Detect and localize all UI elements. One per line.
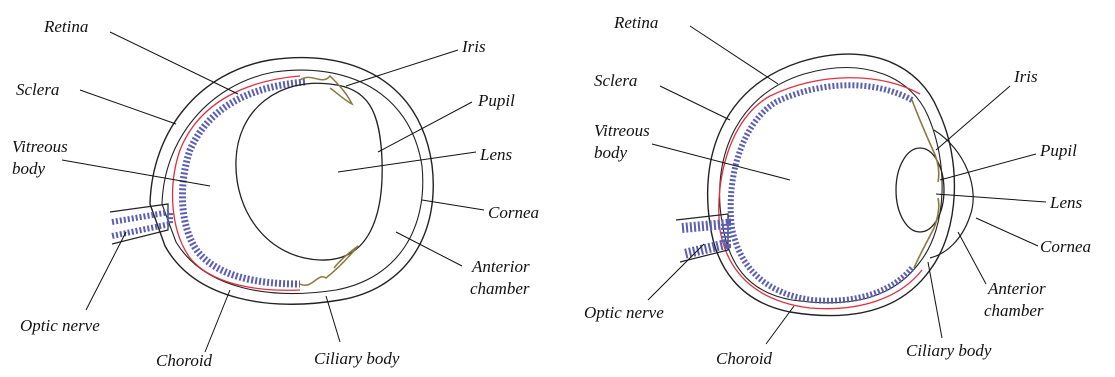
right-label-pupil: Pupil [1039, 141, 1077, 160]
left-label-anterior-1: Anterior [471, 257, 530, 276]
right-label-choroid: Choroid [716, 349, 773, 368]
left-sclera-inner [162, 70, 423, 293]
left-ciliary-lower [300, 246, 358, 285]
left-iris-upper [300, 76, 352, 104]
right-eye-diagram: Retina Sclera Vitreous body Optic nerve … [584, 13, 1091, 368]
right-label-anterior-1: Anterior [987, 279, 1046, 298]
left-label-optic-nerve: Optic nerve [20, 316, 100, 335]
right-label-retina: Retina [613, 13, 658, 32]
left-eye-diagram: Retina Sclera Vitreous body Optic nerve … [12, 17, 539, 370]
left-label-pupil: Pupil [477, 91, 515, 110]
right-leader-ciliary [928, 262, 942, 338]
left-label-lens: Lens [479, 145, 513, 164]
right-leader-choroid [766, 306, 794, 344]
right-leader-iris [936, 86, 1010, 150]
right-choroid [719, 78, 922, 309]
left-leader-sclera [80, 90, 176, 124]
left-sclera-outline [150, 58, 433, 305]
left-leader-ciliary [326, 296, 340, 342]
right-label-anterior-2: chamber [984, 301, 1044, 320]
left-leader-vitreous [62, 160, 210, 186]
right-leader-pupil [940, 154, 1036, 180]
left-label-cornea: Cornea [488, 203, 539, 222]
right-label-ciliary-body: Ciliary body [906, 341, 992, 360]
left-lens [236, 83, 382, 260]
right-leader-lens [936, 194, 1046, 202]
left-label-iris: Iris [461, 37, 486, 56]
left-label-anterior-2: chamber [470, 279, 530, 298]
left-leader-optic [86, 232, 126, 310]
left-label-vitreous-1: Vitreous [12, 137, 68, 156]
right-label-vitreous-2: body [594, 143, 628, 162]
right-retina [731, 85, 912, 301]
left-leader-retina [110, 32, 238, 94]
left-leader-iris [346, 50, 458, 86]
right-leader-retina [690, 26, 778, 84]
left-leader-pupil [378, 102, 472, 152]
left-label-ciliary-body: Ciliary body [314, 349, 400, 368]
right-label-optic-nerve: Optic nerve [584, 303, 664, 322]
left-optic-nerve-core [112, 212, 170, 236]
left-leader-choroid [205, 290, 230, 352]
left-label-choroid: Choroid [156, 351, 213, 370]
right-label-sclera: Sclera [594, 71, 637, 90]
right-label-vitreous-1: Vitreous [594, 121, 650, 140]
left-label-vitreous-2: body [12, 159, 46, 178]
left-retina [182, 82, 305, 284]
right-leader-anterior [958, 232, 986, 284]
right-label-lens: Lens [1049, 193, 1083, 212]
right-label-cornea: Cornea [1040, 237, 1091, 256]
right-optic-nerve-core [682, 224, 726, 254]
left-leader-anterior [396, 232, 462, 266]
left-label-retina: Retina [43, 17, 88, 36]
left-leader-lens [338, 152, 476, 172]
right-iris-upper [912, 100, 939, 182]
left-label-sclera: Sclera [16, 80, 59, 99]
right-leader-cornea [976, 218, 1038, 246]
right-label-iris: Iris [1013, 67, 1038, 86]
right-leader-optic [648, 244, 704, 300]
right-leader-sclera [660, 86, 730, 120]
